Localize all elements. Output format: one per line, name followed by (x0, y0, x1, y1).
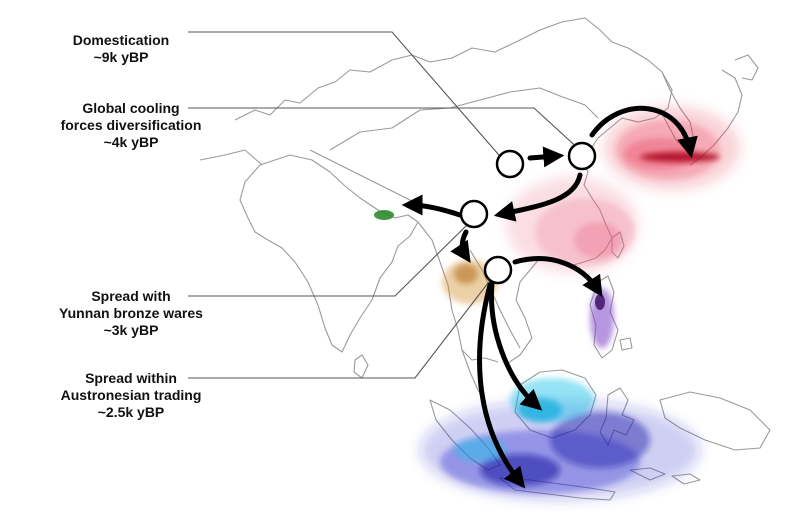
label-line: ~9k yBP (93, 49, 149, 65)
label-line: forces diversification (60, 117, 202, 133)
label-line: ~3k yBP (103, 322, 159, 338)
label-domestication: Domestication ~9k yBP (36, 32, 206, 66)
arrow-to-indochina (450, 229, 471, 263)
label-line: Austronesian trading (60, 387, 202, 403)
label-line: Spread within (85, 370, 177, 386)
arrow-cooling-to-japan (589, 105, 698, 159)
leader-line-yunnan-bronze (188, 221, 471, 297)
label-austronesian: Spread within Austronesian trading ~2.5k… (46, 370, 216, 421)
region-south-china (506, 177, 638, 273)
arrow-to-philippines (512, 256, 603, 298)
label-global-cooling: Global cooling forces diversification ~4… (46, 100, 216, 151)
arrow-cooling-to-south-node (493, 172, 583, 222)
region-himalaya (374, 210, 394, 220)
label-line: Global cooling (82, 100, 180, 116)
arrow-to-java (477, 282, 526, 489)
label-line: ~4k yBP (103, 134, 159, 150)
region-japan-korea (604, 106, 740, 190)
node-south-china (459, 199, 489, 229)
label-line: Domestication (72, 32, 170, 48)
node-indochina (483, 255, 513, 285)
arrow-to-himalaya (401, 194, 463, 218)
arrow-to-borneo (488, 280, 543, 411)
label-line: Yunnan bronze wares (59, 305, 203, 321)
leader-line-domestication (188, 31, 506, 163)
leader-line-global-cooling (188, 107, 583, 153)
node-global-cooling (567, 141, 597, 171)
arrow-domestication-to-cooling (527, 146, 565, 168)
region-philippines (590, 288, 614, 348)
label-yunnan-bronze: Spread with Yunnan bronze wares ~3k yBP (46, 288, 216, 339)
leader-line-austronesian (188, 269, 499, 379)
label-line: ~2.5k yBP (97, 404, 165, 420)
node-domestication (495, 149, 525, 179)
label-line: Spread with (91, 288, 171, 304)
